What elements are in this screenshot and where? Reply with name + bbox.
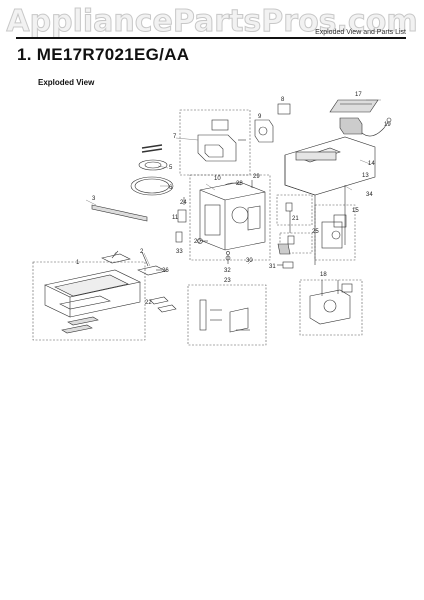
group-box-15	[314, 204, 356, 261]
part-17-vent-bar	[329, 99, 379, 113]
callout-14: 14	[368, 161, 375, 167]
callout-25: 25	[312, 229, 319, 235]
callout-10: 10	[214, 176, 221, 182]
part-22-choke	[149, 269, 177, 313]
part-1-door	[44, 269, 141, 334]
group-box-18	[299, 279, 363, 336]
callout-31: 31	[269, 264, 276, 270]
part-19-vent-grille	[339, 117, 392, 137]
callout-6: 6	[169, 185, 173, 191]
callout-26: 26	[162, 268, 169, 274]
callout-22: 22	[145, 300, 152, 306]
callout-17: 17	[355, 92, 362, 98]
part-18-fan-assembly	[309, 280, 353, 325]
group-box-10	[189, 174, 271, 261]
part-15-control-panel	[321, 214, 347, 249]
leader-lines	[85, 99, 381, 267]
callout-labels: 1 2 3 5 6 7 8 9 10 11 13 14 15 17 18 19 …	[76, 92, 391, 306]
part-10-cavity	[199, 181, 266, 251]
callout-9: 9	[258, 114, 262, 120]
callout-33: 33	[176, 249, 183, 255]
callout-2: 2	[140, 249, 144, 255]
part-6-glass-tray	[130, 176, 174, 196]
group-box-1	[32, 261, 146, 341]
page-title: 1. ME17R7021EG/AA	[17, 45, 190, 64]
callout-18: 18	[320, 272, 327, 278]
header-label: Exploded View and Parts List	[315, 29, 406, 36]
group-box-21b	[279, 232, 313, 254]
watermark: AppliancePartsPros.com	[6, 4, 418, 40]
part-21-switches	[277, 202, 295, 255]
callout-1: 1	[76, 260, 80, 266]
part-8-fan-motor	[254, 103, 291, 143]
callout-32: 32	[224, 268, 231, 274]
callout-24: 24	[180, 200, 187, 206]
callout-11: 11	[172, 215, 179, 221]
callout-30: 30	[246, 258, 253, 264]
callout-23: 23	[224, 278, 231, 284]
part-7-magnetron	[197, 119, 246, 162]
group-boxes	[32, 109, 363, 346]
part-2-door-glass	[101, 250, 167, 276]
callout-28: 28	[236, 181, 243, 187]
group-box-21	[276, 194, 313, 226]
callout-34: 34	[366, 192, 373, 198]
part-5-roller-ring	[138, 144, 168, 171]
header-rule	[16, 37, 406, 39]
small-parts-left	[175, 197, 231, 261]
part-31-fuse	[277, 261, 294, 269]
part-13-outer-cabinet	[284, 136, 376, 265]
callout-5: 5	[169, 165, 173, 171]
callout-21: 21	[292, 216, 299, 222]
part-3-handle	[91, 204, 148, 222]
callout-19: 19	[384, 122, 391, 128]
callout-8: 8	[281, 97, 285, 103]
callout-13: 13	[362, 173, 369, 179]
part-32-screw	[226, 251, 230, 264]
callout-3: 3	[92, 196, 96, 202]
group-box-23	[187, 284, 267, 346]
section-heading: Exploded View	[38, 78, 95, 87]
callout-29: 29	[253, 174, 260, 180]
callout-7: 7	[173, 134, 177, 140]
part-28-wire	[224, 180, 253, 188]
callout-15: 15	[352, 208, 359, 214]
part-23-latch-assembly	[199, 299, 250, 333]
callout-20: 20	[194, 239, 201, 245]
